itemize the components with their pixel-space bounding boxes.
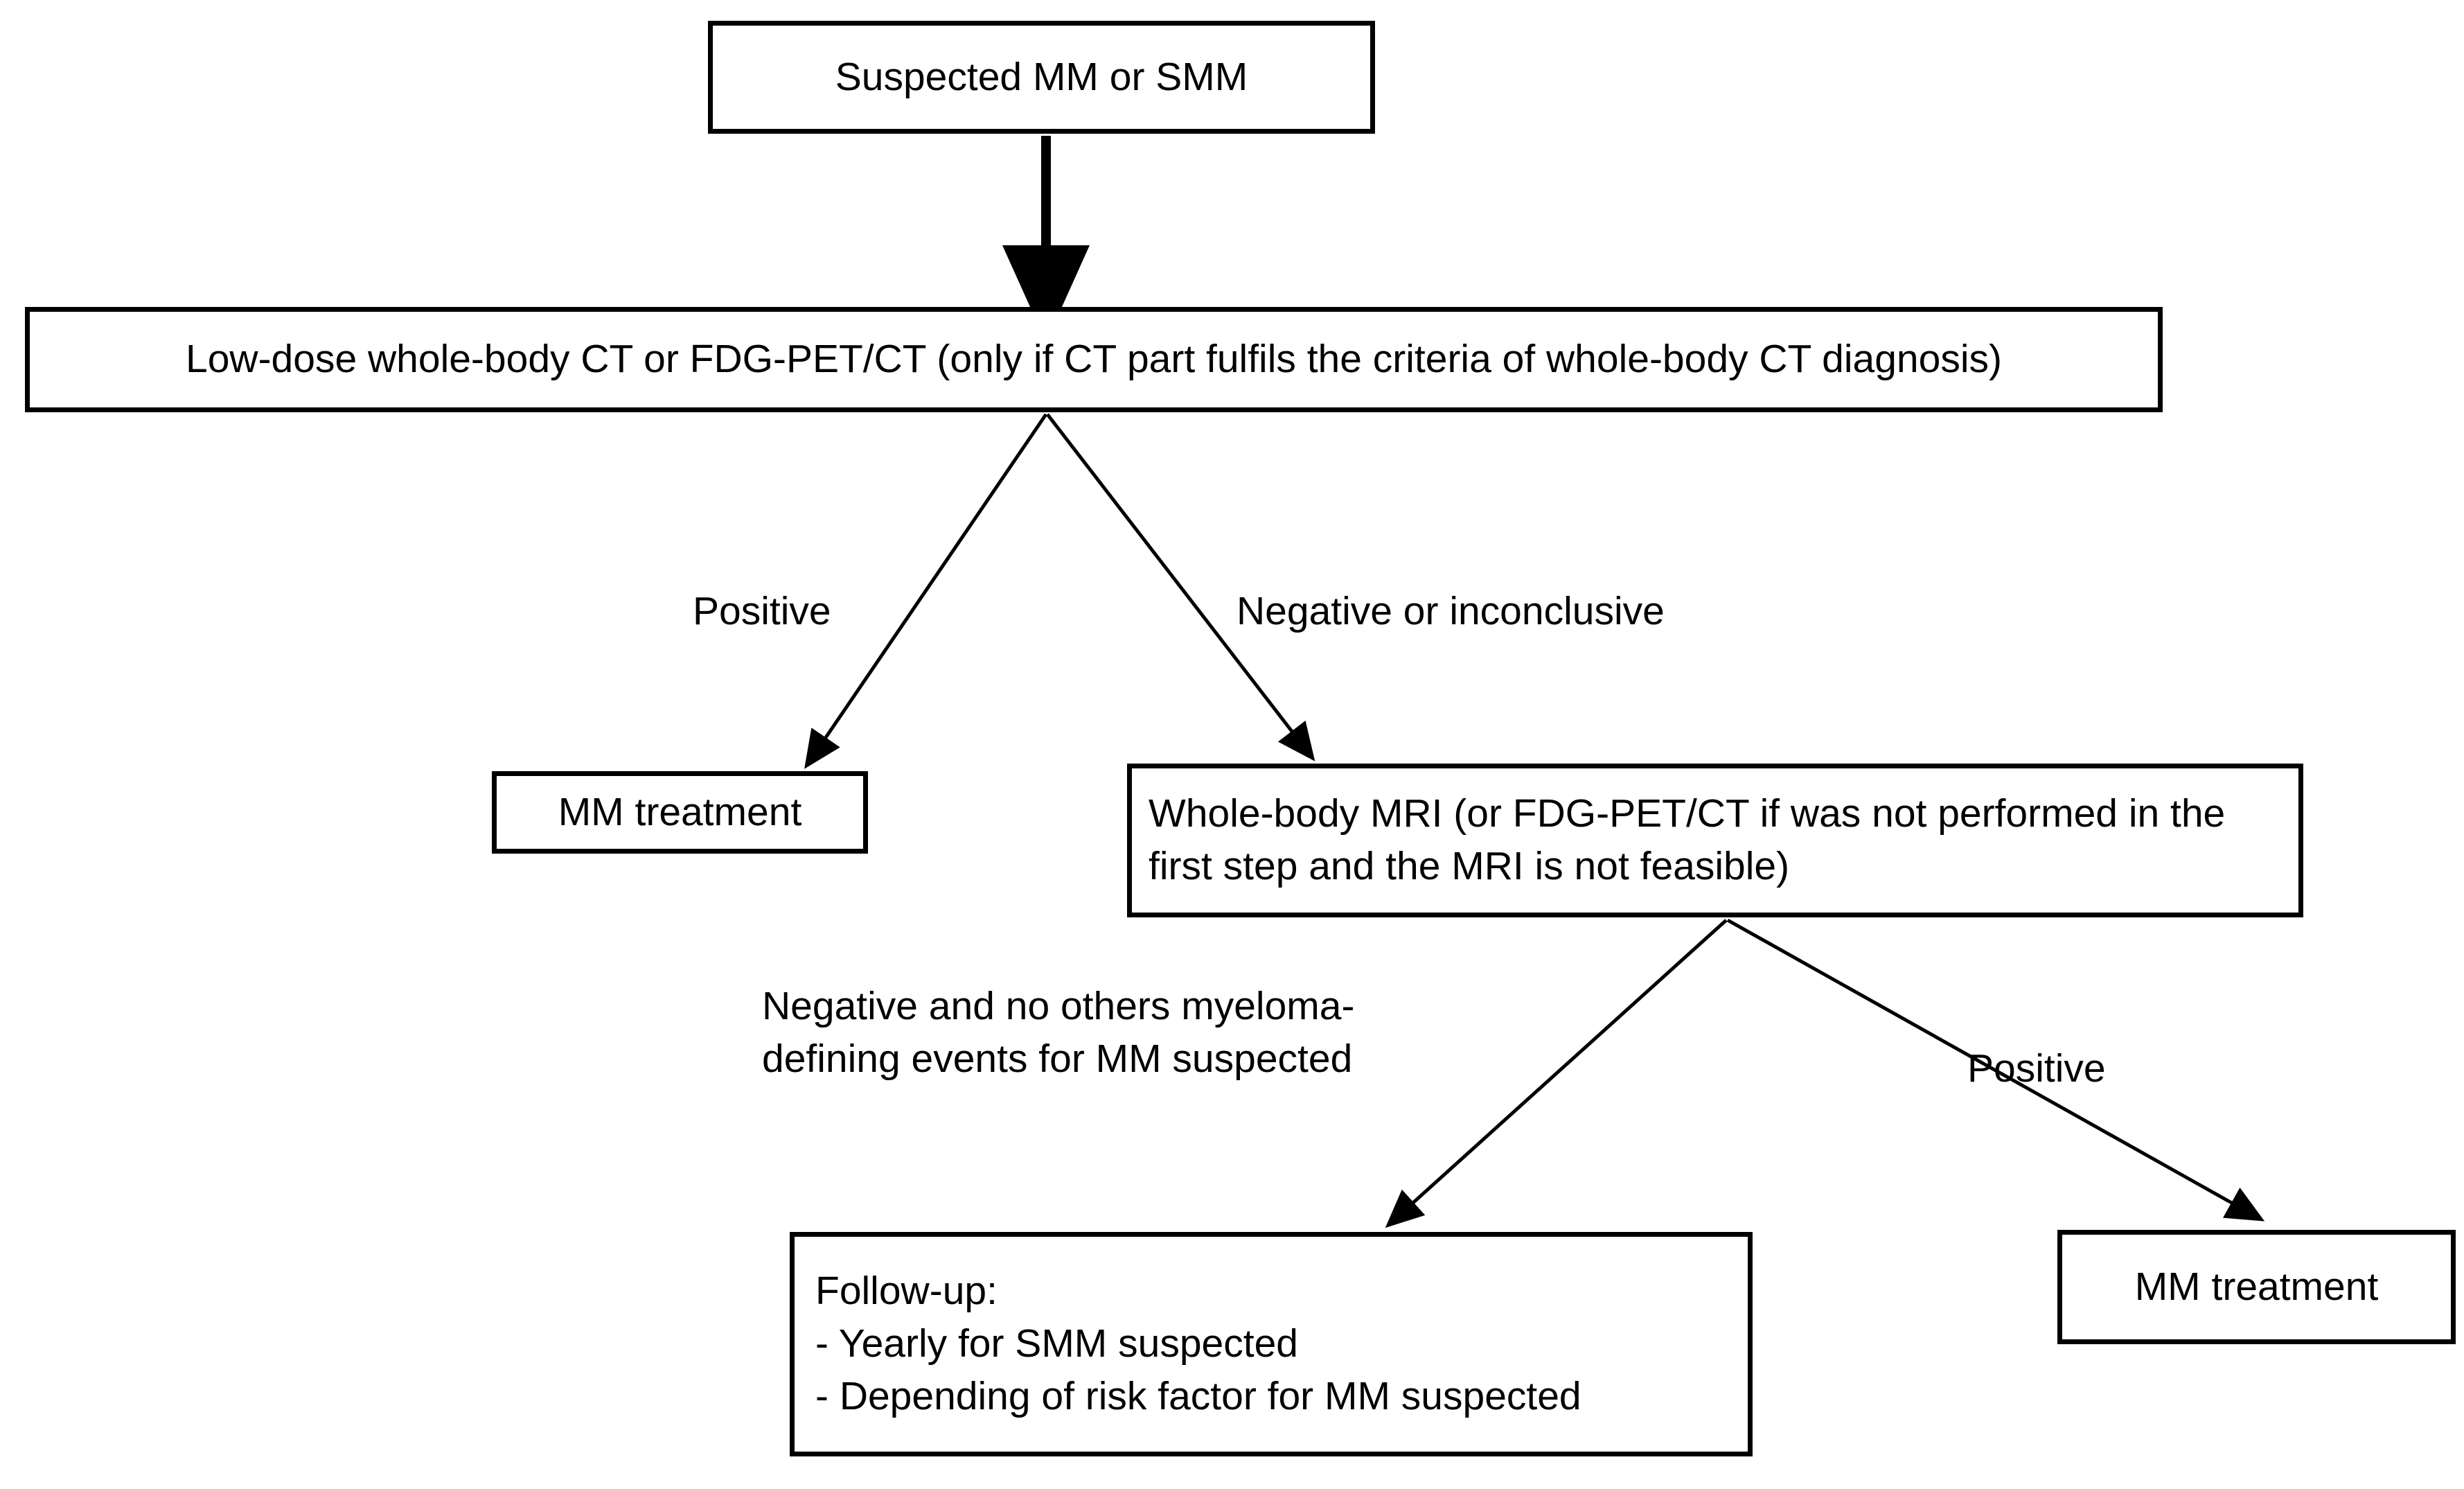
node-label: MM treatment — [558, 789, 802, 834]
node-low-dose-whole-body-ct[interactable]: Low-dose whole-body CT or FDG-PET/CT (on… — [25, 307, 2163, 412]
edge-label-positive-ct: Positive — [693, 589, 831, 633]
node-follow-up[interactable]: Follow-up: - Yearly for SMM suspected - … — [790, 1232, 1753, 1456]
node-label: Follow-up: - Yearly for SMM suspected - … — [815, 1269, 1581, 1418]
node-label: Suspected MM or SMM — [835, 54, 1248, 99]
edge-label-negative-no-myeloma-defining-events: Negative and no others myeloma- defining… — [762, 984, 1355, 1081]
node-whole-body-mri[interactable]: Whole-body MRI (or FDG-PET/CT if was not… — [1127, 764, 2303, 917]
connector-lowdose-ct-to-mm-treatment-1 — [804, 413, 1048, 769]
node-label: Whole-body MRI (or FDG-PET/CT if was not… — [1149, 791, 2226, 888]
node-label: Low-dose whole-body CT or FDG-PET/CT (on… — [186, 337, 2002, 382]
node-mm-treatment-positive-ct[interactable]: MM treatment — [492, 771, 868, 854]
edge-label-positive-mri: Positive — [1967, 1046, 2106, 1091]
node-label: MM treatment — [2134, 1264, 2379, 1309]
connector-lowdose-ct-to-wb-mri — [1046, 413, 1315, 761]
node-mm-treatment-positive-mri[interactable]: MM treatment — [2057, 1230, 2456, 1344]
node-suspected-mm-or-smm[interactable]: Suspected MM or SMM — [708, 21, 1375, 134]
connector-wb-mri-to-followup — [1385, 919, 1728, 1228]
edge-label-negative-or-inconclusive-ct: Negative or inconclusive — [1237, 589, 1665, 633]
